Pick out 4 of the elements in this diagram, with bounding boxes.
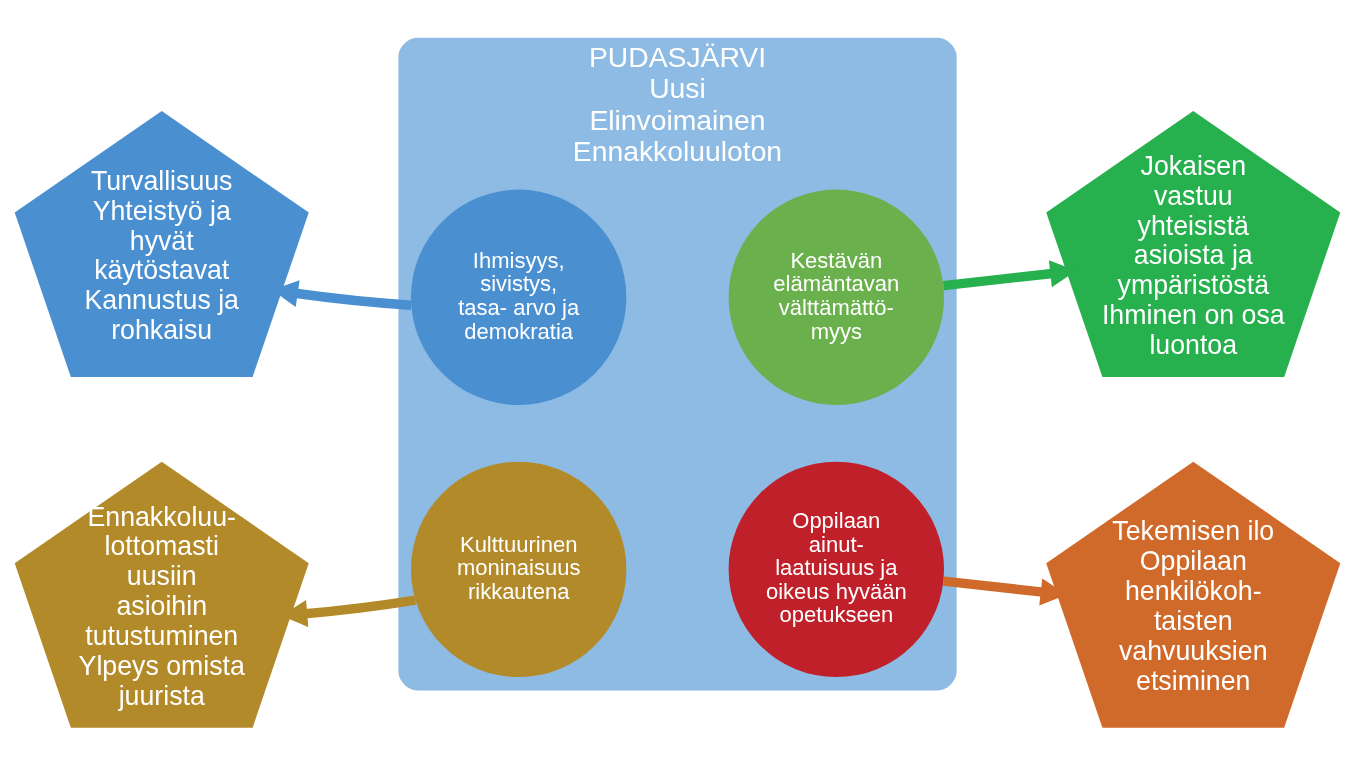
- node-circle: Ihmisyys, sivistys, tasa- arvo ja demokratia: [410, 189, 627, 405]
- node-circle: Kulttuurinen moninaisuus rikkautena: [410, 461, 627, 677]
- node-circle: Kestävän elämäntavan välttämättö- myys: [728, 189, 945, 405]
- node-circle: Oppilaan ainut- laatuisuus ja oikeus hyvään opetukseen: [728, 461, 945, 677]
